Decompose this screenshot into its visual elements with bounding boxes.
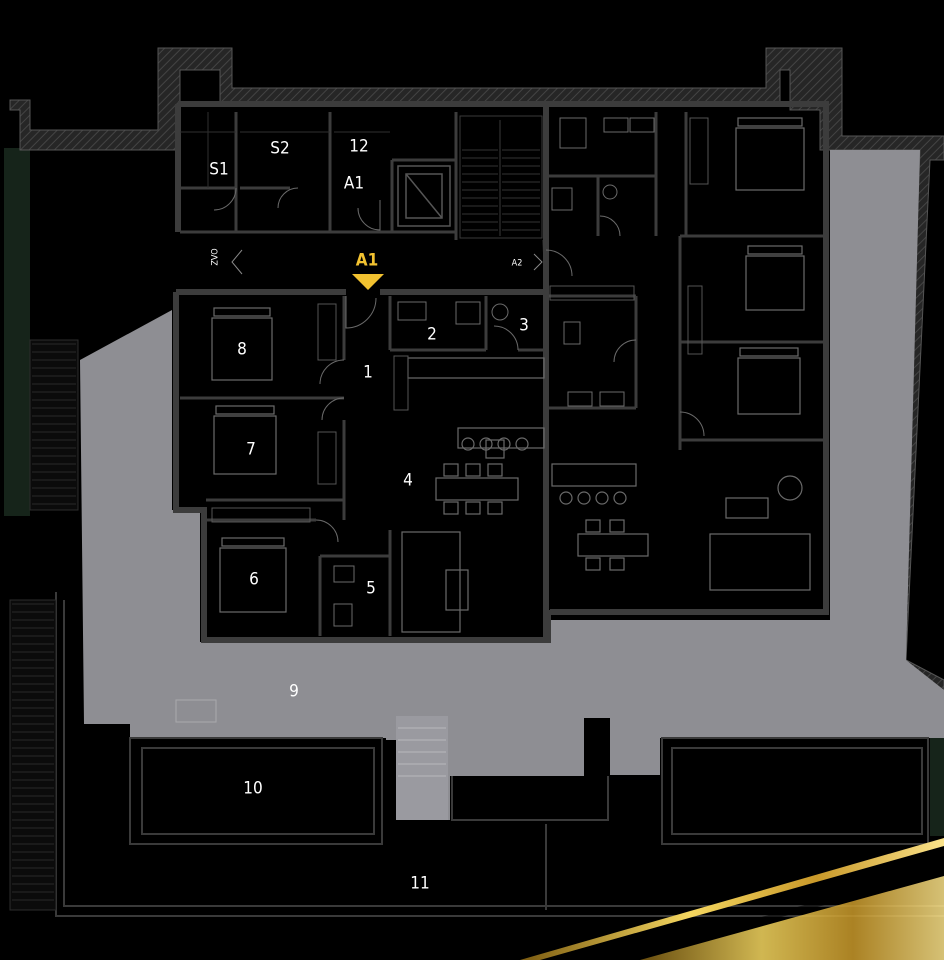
entrance-label-a2: A2 <box>511 258 523 269</box>
room-label-12: 12 <box>349 136 369 157</box>
room-label-4: 4 <box>403 470 413 491</box>
entrance-arrow-a1 <box>352 274 384 290</box>
gold-band <box>520 838 944 960</box>
room-label-1: 1 <box>363 362 373 383</box>
entrance-label-a1: A1 <box>355 250 379 271</box>
retaining-wall <box>9 47 944 691</box>
room-label-11: 11 <box>410 873 430 894</box>
room-label-a1-small: A1 <box>343 173 365 194</box>
room-label-8: 8 <box>237 339 247 360</box>
label-zvo: ZVO <box>210 248 221 266</box>
room-label-2: 2 <box>427 324 437 345</box>
terrace-9 <box>80 150 944 820</box>
room-label-s2: S2 <box>270 138 290 159</box>
bed-8 <box>211 317 273 381</box>
room-label-9: 9 <box>289 681 299 702</box>
room-label-6: 6 <box>249 569 259 590</box>
hedge-right <box>930 726 944 836</box>
room-label-5: 5 <box>366 578 376 599</box>
room-label-3: 3 <box>519 315 529 336</box>
room-label-s1: S1 <box>209 159 229 180</box>
room-label-7: 7 <box>246 439 256 460</box>
room-label-10: 10 <box>243 778 263 799</box>
hedge-left <box>4 148 30 516</box>
bed-7 <box>213 415 277 475</box>
bed-6 <box>219 547 287 613</box>
